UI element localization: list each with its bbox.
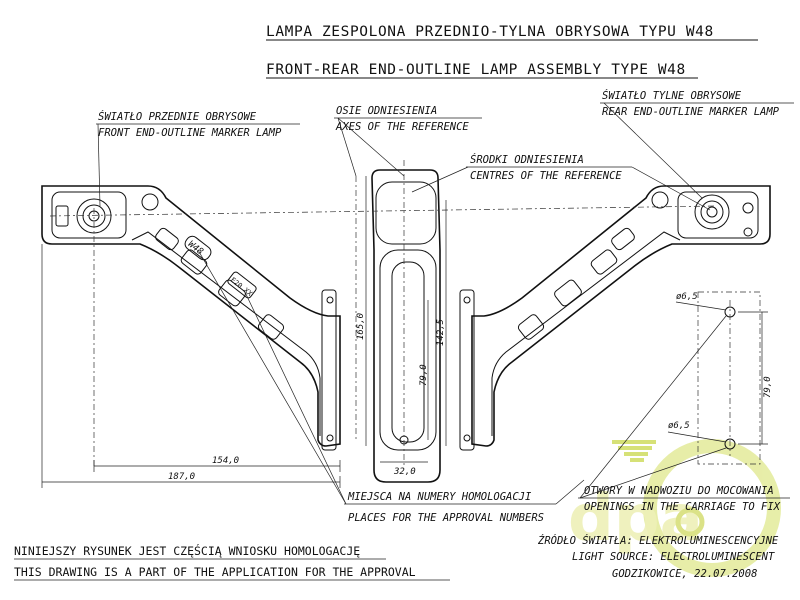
front-lamp-drawing: W48 E20 XX [41, 185, 341, 451]
axis-horizontal [49, 205, 717, 217]
svg-text:OSIE ODNIESIENIA: OSIE ODNIESIENIA [336, 105, 437, 117]
dimensions-group: 154,0 187,0 165,0 142,5 79,0 32,0 [41, 176, 447, 488]
svg-text:MIEJSCA NA NUMERY HOMOLOGACJI: MIEJSCA NA NUMERY HOMOLOGACJI [347, 491, 532, 503]
svg-text:ŹRÓDŁO ŚWIATŁA: ELEKTROLUMINES: ŹRÓDŁO ŚWIATŁA: ELEKTROLUMINESCENCYJNE [537, 534, 779, 547]
dpa-watermark-logo: dpa [568, 439, 781, 577]
svg-text:REAR END-OUTLINE MARKER LAMP: REAR END-OUTLINE MARKER LAMP [602, 106, 780, 118]
label-rear-lamp: ŚWIATŁO TYLNE OBRYSOWE REAR END-OUTLINE … [600, 89, 794, 199]
label-axes: OSIE ODNIESIENIA AXES OF THE REFERENCE [334, 105, 482, 177]
svg-text:AXES OF THE REFERENCE: AXES OF THE REFERENCE [335, 121, 469, 133]
svg-text:NINIEJSZY RYSUNEK JEST CZĘŚCIĄ: NINIEJSZY RYSUNEK JEST CZĘŚCIĄ WNIOSKU H… [14, 543, 360, 558]
title-english: FRONT-REAR END-OUTLINE LAMP ASSEMBLY TYP… [266, 62, 686, 78]
svg-text:GODZIKOWICE, 22.07.2008: GODZIKOWICE, 22.07.2008 [612, 568, 757, 580]
footer-statement: NINIEJSZY RYSUNEK JEST CZĘŚCIĄ WNIOSKU H… [14, 543, 450, 581]
label-carriage-holes: OTWORY W NADWOZIU DO MOCOWANIA OPENINGS … [578, 315, 790, 513]
dim-hole-bottom: ø6,5 [668, 421, 690, 431]
label-front-lamp: ŚWIATŁO PRZEDNIE OBRYSOWE FRONT END-OUTL… [96, 110, 300, 207]
svg-text:ŚRODKI ODNIESIENIA: ŚRODKI ODNIESIENIA [470, 153, 584, 166]
svg-text:ŚWIATŁO PRZEDNIE OBRYSOWE: ŚWIATŁO PRZEDNIE OBRYSOWE [98, 110, 257, 123]
svg-text:LIGHT SOURCE: ELECTROLUMINESCE: LIGHT SOURCE: ELECTROLUMINESCENT [572, 551, 775, 563]
dim-32: 32,0 [393, 467, 416, 477]
dim-165: 165,0 [356, 313, 366, 340]
dim-154: 154,0 [212, 456, 239, 466]
svg-text:THIS DRAWING IS A PART OF THE: THIS DRAWING IS A PART OF THE APPLICATIO… [14, 565, 416, 579]
svg-text:ŚWIATŁO TYLNE OBRYSOWE: ŚWIATŁO TYLNE OBRYSOWE [602, 89, 742, 102]
rear-lamp-drawing [459, 185, 771, 451]
svg-text:CENTRES OF THE REFERENCE: CENTRES OF THE REFERENCE [470, 170, 622, 182]
title-polish: LAMPA ZESPOLONA PRZEDNIO-TYLNA OBRYSOWA … [266, 24, 714, 40]
dim-187: 187,0 [168, 472, 195, 482]
svg-text:OPENINGS IN THE CARRIAGE TO FI: OPENINGS IN THE CARRIAGE TO FIX [584, 501, 781, 513]
label-centres: ŚRODKI ODNIESIENIA CENTRES OF THE REFERE… [411, 153, 711, 211]
dim-79: 79,0 [419, 364, 429, 386]
dim-hole-top: ø6,5 [676, 292, 698, 302]
svg-text:PLACES FOR THE APPROVAL NUMBER: PLACES FOR THE APPROVAL NUMBERS [348, 512, 544, 524]
svg-text:FRONT END-OUTLINE MARKER LAMP: FRONT END-OUTLINE MARKER LAMP [98, 127, 282, 139]
svg-text:OTWORY W NADWOZIU DO MOCOWANIA: OTWORY W NADWOZIU DO MOCOWANIA [584, 485, 774, 497]
light-source-note: ŹRÓDŁO ŚWIATŁA: ELEKTROLUMINESCENCYJNE L… [537, 534, 779, 580]
label-approval-places: MIEJSCA NA NUMERY HOMOLOGACJI PLACES FOR… [197, 249, 585, 524]
dim-79-holes: 79,0 [763, 376, 773, 398]
mounting-holes-detail: 79,0 ø6,5 ø6,5 [667, 291, 773, 465]
side-lamp-drawing [371, 169, 441, 483]
dim-142: 142,5 [436, 319, 446, 346]
